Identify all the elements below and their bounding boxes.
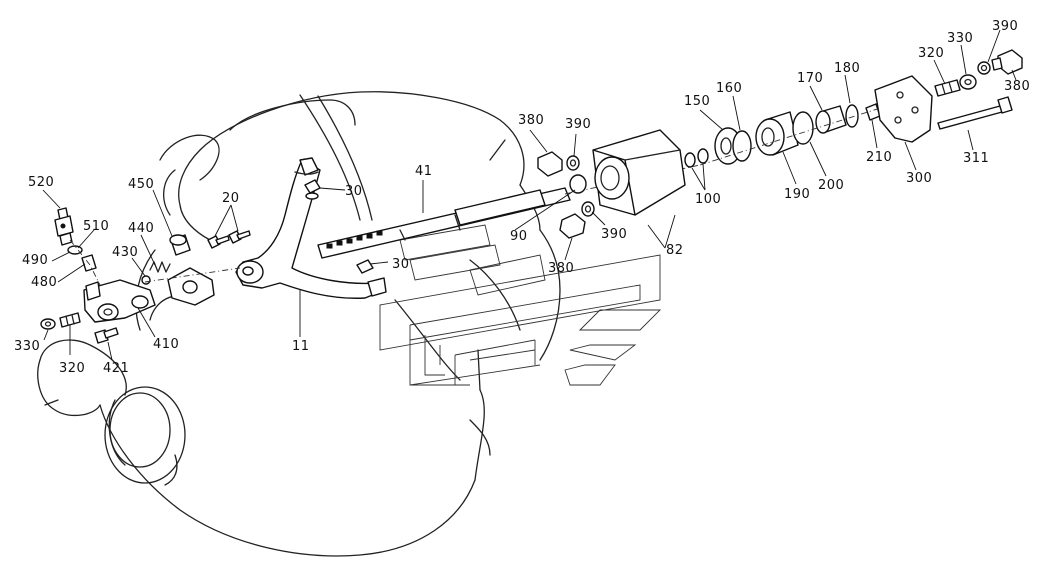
- label-180: 180: [834, 61, 860, 76]
- washer-330-left: [40, 318, 56, 330]
- sleeve-170: [815, 105, 847, 134]
- bolt-421: [94, 327, 119, 344]
- washer-390-top: [566, 155, 580, 171]
- set-screw-30-bottom: [356, 259, 374, 274]
- label-330-right: 330: [947, 31, 973, 46]
- label-30-top: 30: [345, 184, 363, 199]
- label-380-right: 380: [1004, 79, 1030, 94]
- label-170: 170: [797, 71, 823, 86]
- plug-450: [169, 234, 191, 256]
- union-nut-380-right: [991, 49, 1023, 75]
- label-330-left: 330: [14, 339, 40, 354]
- label-320-right: 320: [918, 46, 944, 61]
- label-520: 520: [28, 175, 54, 190]
- shift-fork: [235, 157, 387, 299]
- cylinder-housing-82: [592, 129, 686, 216]
- o-ring-90: [569, 174, 587, 194]
- bolt-311: [937, 96, 1013, 130]
- label-430: 430: [112, 245, 138, 260]
- union-nut-380-mid: [559, 213, 586, 239]
- label-300: 300: [906, 171, 932, 186]
- spring-440: [149, 261, 171, 273]
- label-160: 160: [716, 81, 742, 96]
- piston-190: [755, 111, 799, 156]
- label-490: 490: [22, 253, 48, 268]
- label-311: 311: [963, 151, 989, 166]
- bolt-20-b: [228, 230, 251, 244]
- label-440: 440: [128, 221, 154, 236]
- label-421: 421: [103, 361, 129, 376]
- callout-labels: 520 510 490 480 450 440 430 410 421 330 …: [14, 19, 1030, 376]
- label-90: 90: [510, 229, 528, 244]
- label-150: 150: [684, 94, 710, 109]
- label-480: 480: [31, 275, 57, 290]
- housing-end-cover-outline: [379, 224, 662, 386]
- rod-notches: [326, 230, 383, 249]
- label-20: 20: [222, 191, 240, 206]
- o-ring-180: [845, 104, 859, 128]
- label-11: 11: [292, 339, 310, 354]
- label-410: 410: [153, 337, 179, 352]
- label-210: 210: [866, 150, 892, 165]
- seal-ring-160: [732, 130, 752, 162]
- label-380-mid: 380: [548, 261, 574, 276]
- label-30-bottom: 30: [392, 257, 410, 272]
- washer-330-right: [959, 74, 977, 90]
- nipple-320-right: [934, 79, 961, 97]
- label-380-top: 380: [518, 113, 544, 128]
- o-ring-200: [792, 111, 814, 145]
- label-200: 200: [818, 178, 844, 193]
- o-rings-100: [684, 148, 709, 168]
- label-390-right: 390: [992, 19, 1018, 34]
- label-190: 190: [784, 187, 810, 202]
- ball-430: [141, 275, 151, 285]
- sensor-switch-520: [54, 207, 74, 246]
- label-450: 450: [128, 177, 154, 192]
- label-510: 510: [83, 219, 109, 234]
- shift-rod: [317, 164, 701, 259]
- nut-320-left: [59, 312, 81, 328]
- label-320-left: 320: [59, 361, 85, 376]
- union-nut-380-top: [537, 151, 563, 177]
- washer-390-mid: [581, 201, 595, 217]
- label-390-mid: 390: [601, 227, 627, 242]
- label-82: 82: [666, 243, 684, 258]
- washer-390-right: [977, 61, 991, 75]
- label-41: 41: [415, 164, 433, 179]
- detent-housing-410: [83, 279, 156, 323]
- label-390-top: 390: [565, 117, 591, 132]
- pin-480: [81, 254, 97, 272]
- label-100: 100: [695, 192, 721, 207]
- gasket-plate: [167, 267, 215, 306]
- transmission-housing: [37, 91, 561, 557]
- bolt-20-a: [207, 235, 230, 249]
- leader-lines: [42, 29, 1017, 361]
- end-cover-300: [874, 75, 933, 143]
